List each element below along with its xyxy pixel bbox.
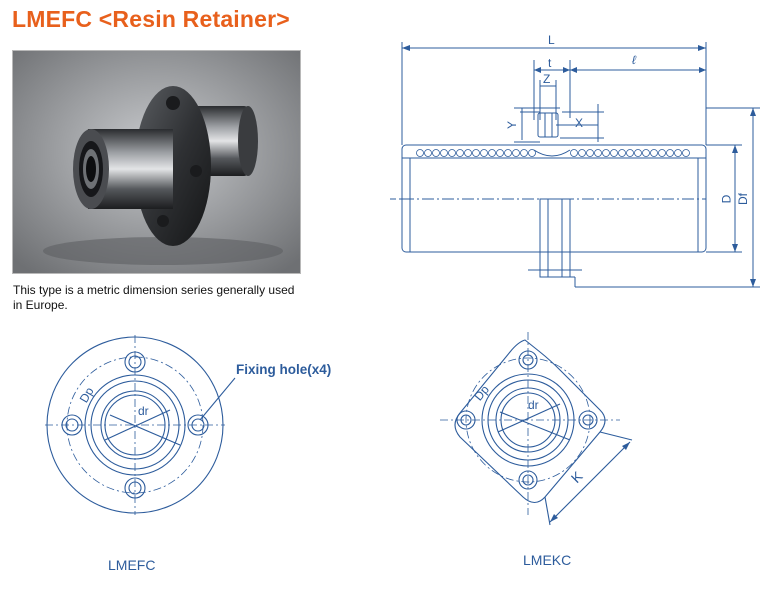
dim-X: X: [575, 116, 584, 130]
lmekc-front-view: [440, 332, 633, 526]
caption-lmekc: LMEKC: [523, 552, 572, 568]
product-photo: [12, 50, 301, 274]
dim-D: D: [719, 194, 734, 204]
dim-Z: Z: [543, 72, 551, 86]
dim-Df: Df: [736, 193, 750, 205]
lmefc-dim-dr: dr: [138, 404, 149, 418]
lmefc-front-view: [45, 335, 236, 515]
dim-L: L: [548, 33, 555, 47]
caption-lmefc: LMEFC: [108, 557, 156, 573]
dim-t: t: [548, 56, 552, 70]
page-title: LMEFC <Resin Retainer>: [12, 6, 290, 32]
bearing-image: [13, 51, 300, 273]
fixing-hole-label: Fixing hole(x4): [236, 362, 332, 377]
description-text: This type is a metric dimension series g…: [13, 283, 295, 312]
dim-l: ℓ: [632, 53, 636, 67]
dim-Y: Y: [505, 120, 520, 130]
side-view-drawing: [390, 42, 760, 288]
lmekc-dim-dr: dr: [528, 398, 539, 412]
